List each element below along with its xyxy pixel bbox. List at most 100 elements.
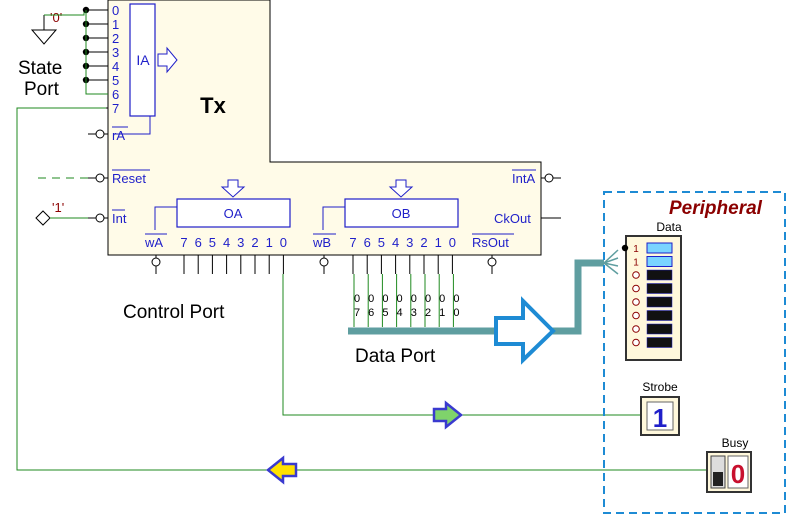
strobe-arrow-icon xyxy=(432,400,464,430)
data-port-value: 0 xyxy=(453,293,459,305)
ob-bit-label: 2 xyxy=(420,235,427,250)
data-port-value: 0 xyxy=(368,293,374,305)
state-bit-label: 2 xyxy=(112,31,119,46)
const-one-diamond-icon xyxy=(35,210,51,226)
ob-bit-label: 4 xyxy=(392,235,399,250)
data-port-bit-label: 5 xyxy=(382,307,388,319)
wa-pin-bubble xyxy=(151,257,161,267)
state-bit-label: 4 xyxy=(112,59,119,74)
data-bus-direction-arrow-icon xyxy=(494,296,556,365)
oa-bit-label: 2 xyxy=(251,235,258,250)
ob-bit-label: 7 xyxy=(349,235,356,250)
wb-pin-bubble xyxy=(319,257,329,267)
inta-pin-bubble xyxy=(544,173,554,183)
oa-bit-label: 4 xyxy=(223,235,230,250)
reset-label: Reset xyxy=(112,171,146,186)
oa-input-arrow-icon xyxy=(220,179,246,198)
data-led-5 xyxy=(646,310,673,321)
const-one-label: '1' xyxy=(52,200,64,215)
oa-label: OA xyxy=(224,206,243,221)
data-led-2 xyxy=(646,269,673,281)
data-port-bit-label: 3 xyxy=(411,307,417,319)
data-led-4 xyxy=(646,296,673,308)
oa-bit-label: 6 xyxy=(195,235,202,250)
data-port-value: 0 xyxy=(439,293,445,305)
ra-label: rA xyxy=(112,128,125,143)
chip-name: Tx xyxy=(200,93,226,118)
oa-bit-label: 7 xyxy=(180,235,187,250)
ia-register xyxy=(129,3,156,117)
busy-value: 0 xyxy=(731,459,745,489)
ground-wire xyxy=(44,12,85,16)
ob-register xyxy=(344,198,459,228)
ground-symbol-icon xyxy=(30,15,58,45)
data-led-0 xyxy=(646,242,673,254)
data-port-bit-label: 7 xyxy=(354,307,360,319)
ob-label: OB xyxy=(392,206,411,221)
oa-bit-label: 5 xyxy=(209,235,216,250)
peripheral-box xyxy=(603,191,786,514)
inta-label: IntA xyxy=(512,171,535,186)
busy-arrow-icon xyxy=(265,455,298,485)
ob-bit-label: 3 xyxy=(406,235,413,250)
data-bus-junction-dot xyxy=(621,244,629,252)
peripheral-title: Peripheral xyxy=(669,198,763,219)
oa-bit-label: 1 xyxy=(266,235,273,250)
wa-bracket xyxy=(154,206,177,230)
data-port-value: 0 xyxy=(382,293,388,305)
ia-ra-bracket xyxy=(113,116,151,135)
state-bit-label: 0 xyxy=(112,3,119,18)
data-led-off-bubble xyxy=(632,271,640,279)
state-bit-label: 5 xyxy=(112,73,119,88)
busy-wire xyxy=(16,107,710,471)
data-led-off-bubble xyxy=(632,298,640,306)
data-port-bit-label: 6 xyxy=(368,307,374,319)
const-zero-label: '0' xyxy=(50,10,62,25)
data-led-off-bubble xyxy=(632,311,640,320)
ckout-label: CkOut xyxy=(494,211,531,226)
data-bus xyxy=(348,259,604,335)
data-port-value: 0 xyxy=(411,293,417,305)
state-pin6-wire xyxy=(85,80,108,95)
data-port-label: Data Port xyxy=(355,346,436,367)
int-pin-bubble xyxy=(95,213,105,223)
data-port-value: 0 xyxy=(397,293,403,305)
state-port-label-line1: State xyxy=(18,58,62,79)
rsout-label: RsOut xyxy=(472,235,509,250)
strobe-value: 1 xyxy=(653,403,667,433)
data-led-off-bubble xyxy=(632,284,640,293)
busy-label: Busy xyxy=(722,436,749,450)
ob-bit-label: 6 xyxy=(364,235,371,250)
wb-bracket xyxy=(322,206,345,230)
state-bit-label: 3 xyxy=(112,45,119,60)
ob-input-arrow-icon xyxy=(388,179,414,198)
strobe-label: Strobe xyxy=(642,380,678,394)
oa-bit-label: 3 xyxy=(237,235,244,250)
control-port-label: Control Port xyxy=(123,302,225,323)
wa-label: wA xyxy=(144,235,163,250)
ra-pin-bubble xyxy=(95,129,105,139)
data-led-3 xyxy=(646,283,673,294)
reset-pin-bubble xyxy=(95,173,105,183)
data-led-off-bubble xyxy=(632,338,640,347)
data-led-6 xyxy=(646,323,673,335)
data-port-value: 0 xyxy=(425,293,431,305)
int-label: Int xyxy=(112,211,127,226)
data-led-bit-label: 1 xyxy=(633,258,639,269)
wb-label: wB xyxy=(312,235,331,250)
data-led-off-bubble xyxy=(632,325,640,333)
ob-bit-label: 1 xyxy=(435,235,442,250)
ia-output-arrow-icon xyxy=(157,46,178,74)
data-port-value: 0 xyxy=(354,293,360,305)
oa-bit-label: 0 xyxy=(280,235,287,250)
state-bit-label: 1 xyxy=(112,17,119,32)
tx-chip-body xyxy=(107,0,542,256)
data-label: Data xyxy=(656,220,682,234)
data-led-1 xyxy=(646,256,673,267)
data-port-bit-label: 2 xyxy=(425,307,431,319)
oa-register xyxy=(176,198,291,228)
data-port-bit-label: 1 xyxy=(439,307,445,319)
ob-bit-label: 5 xyxy=(378,235,385,250)
data-led-7 xyxy=(646,337,673,348)
